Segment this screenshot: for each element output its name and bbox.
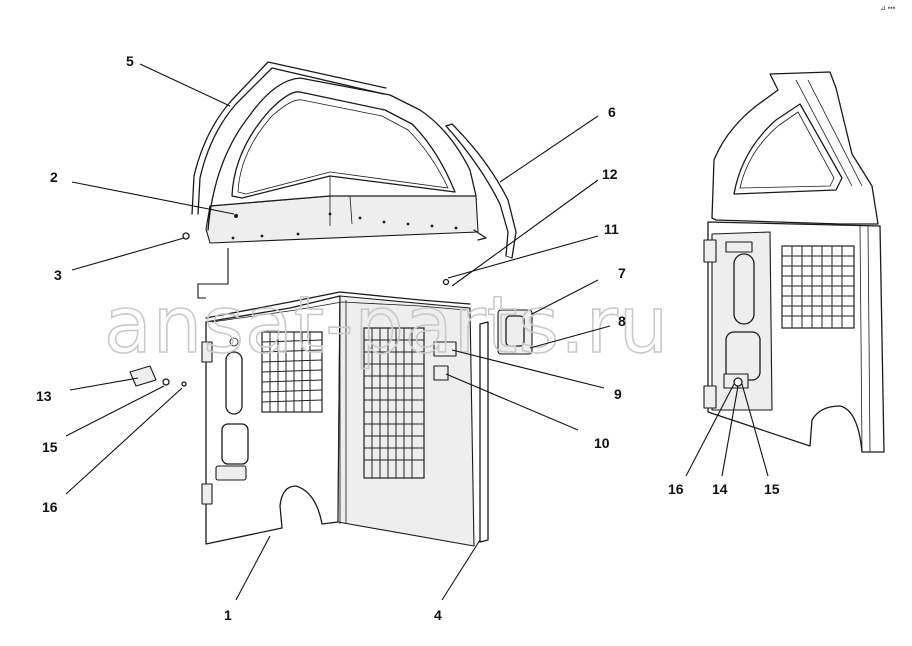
- roof-frame: [182, 77, 487, 244]
- callout-9: 9: [614, 386, 622, 402]
- door-slot: [225, 351, 243, 415]
- vertical-seal-strip: [479, 321, 489, 543]
- callout-3: 3: [54, 267, 62, 283]
- callout-8: 8: [618, 313, 626, 329]
- door-handle-recess: [221, 423, 249, 465]
- callout-1: 1: [224, 607, 232, 623]
- mesh-window-right: [363, 327, 425, 479]
- callout-13: 13: [36, 388, 52, 404]
- callout-12: 12: [602, 166, 618, 182]
- callout-14: 14: [712, 481, 728, 497]
- callout-4: 4: [434, 607, 442, 623]
- callout-15-left: 15: [42, 439, 58, 455]
- leader-lines: [65, 63, 769, 601]
- bolt: [442, 278, 450, 286]
- callout-labels: 1 2 3 4 5 6 7 8 9 10 11 12 13 15 16 16 1…: [36, 53, 780, 623]
- callout-11: 11: [604, 221, 619, 237]
- callout-15-right: 15: [764, 481, 780, 497]
- watermark: ansat-parts.ru: [104, 281, 669, 371]
- hinge-parts: [129, 365, 187, 387]
- callout-10: 10: [594, 435, 610, 451]
- latch-block: [433, 365, 449, 381]
- seal-strip-left: [191, 61, 387, 215]
- rear-wall-panel: [201, 278, 533, 547]
- mesh-window-left: [261, 331, 323, 413]
- mesh-window-assembled: [781, 245, 855, 329]
- roof-rivets: [231, 212, 458, 240]
- latch-plate: [433, 341, 457, 357]
- corner-mark: ⊿ ▪▪▪: [880, 5, 896, 12]
- assembled-cab-view: [703, 71, 885, 453]
- seal-strip-right: [445, 123, 517, 259]
- callout-5: 5: [126, 53, 134, 69]
- callout-2: 2: [50, 169, 58, 185]
- hinge-upper: [201, 341, 213, 363]
- callout-16-left: 16: [42, 499, 58, 515]
- callout-7: 7: [618, 265, 626, 281]
- hinge-lower: [201, 483, 213, 505]
- callout-16-right: 16: [668, 481, 684, 497]
- callout-6: 6: [608, 104, 616, 120]
